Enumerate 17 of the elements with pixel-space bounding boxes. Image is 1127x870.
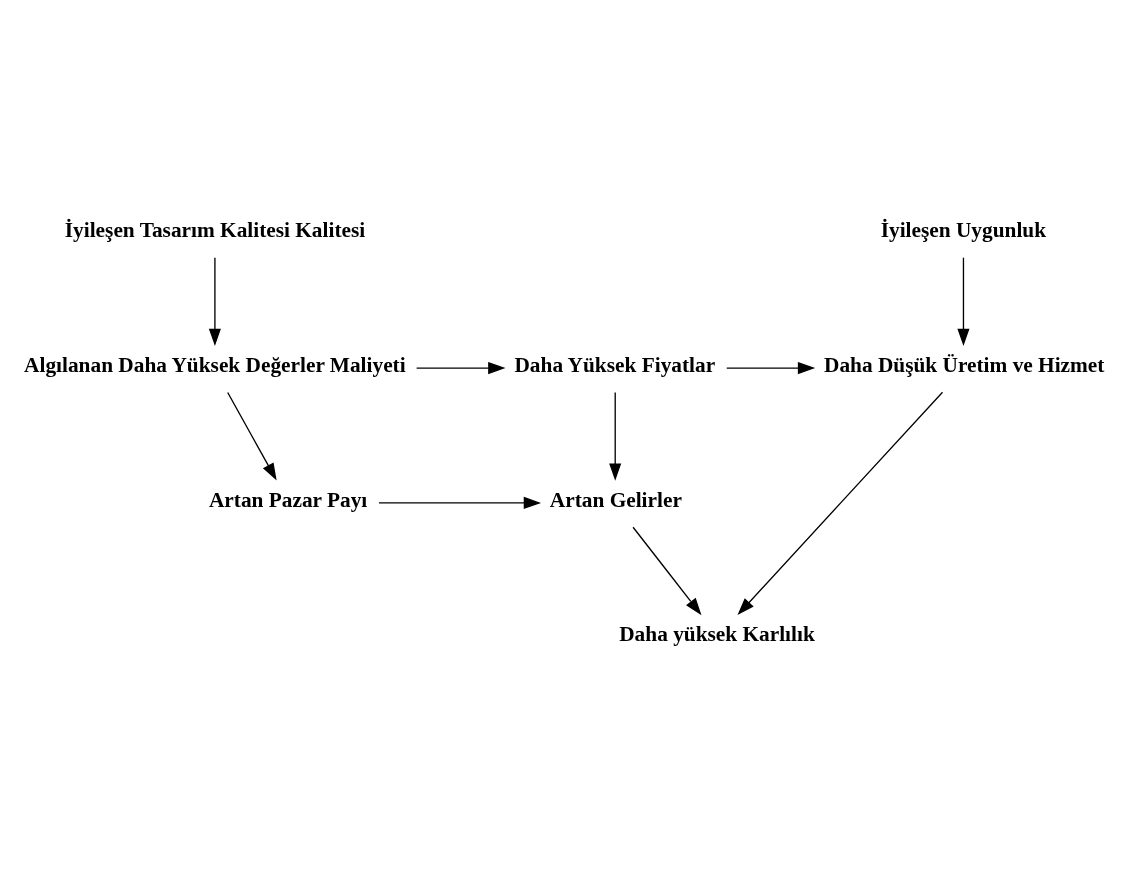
- arrow: [609, 391, 622, 481]
- node-text: İyileşen Uygunluk: [880, 217, 1047, 242]
- node-text: Artan Pazar Payı: [208, 487, 368, 512]
- node-text: İyileşen Tasarım Kalitesi Kalitesi: [64, 217, 366, 242]
- arrow: [208, 256, 221, 346]
- arrow: [632, 526, 702, 615]
- node-text: Daha Düşük Üretim ve Hizmet: [824, 352, 1105, 377]
- arrow: [415, 361, 506, 374]
- node-text: Daha yüksek Karlılık: [619, 621, 815, 646]
- node-text: Daha Yüksek Fiyatlar: [514, 352, 716, 377]
- node-text: Artan Gelirler: [549, 487, 682, 512]
- node-text: Algılanan Daha Yüksek Değerler Maliyeti: [24, 352, 406, 377]
- arrow: [737, 391, 944, 615]
- arrow: [227, 391, 277, 481]
- arrow: [378, 496, 542, 509]
- arrow: [726, 361, 816, 374]
- arrow: [957, 256, 970, 346]
